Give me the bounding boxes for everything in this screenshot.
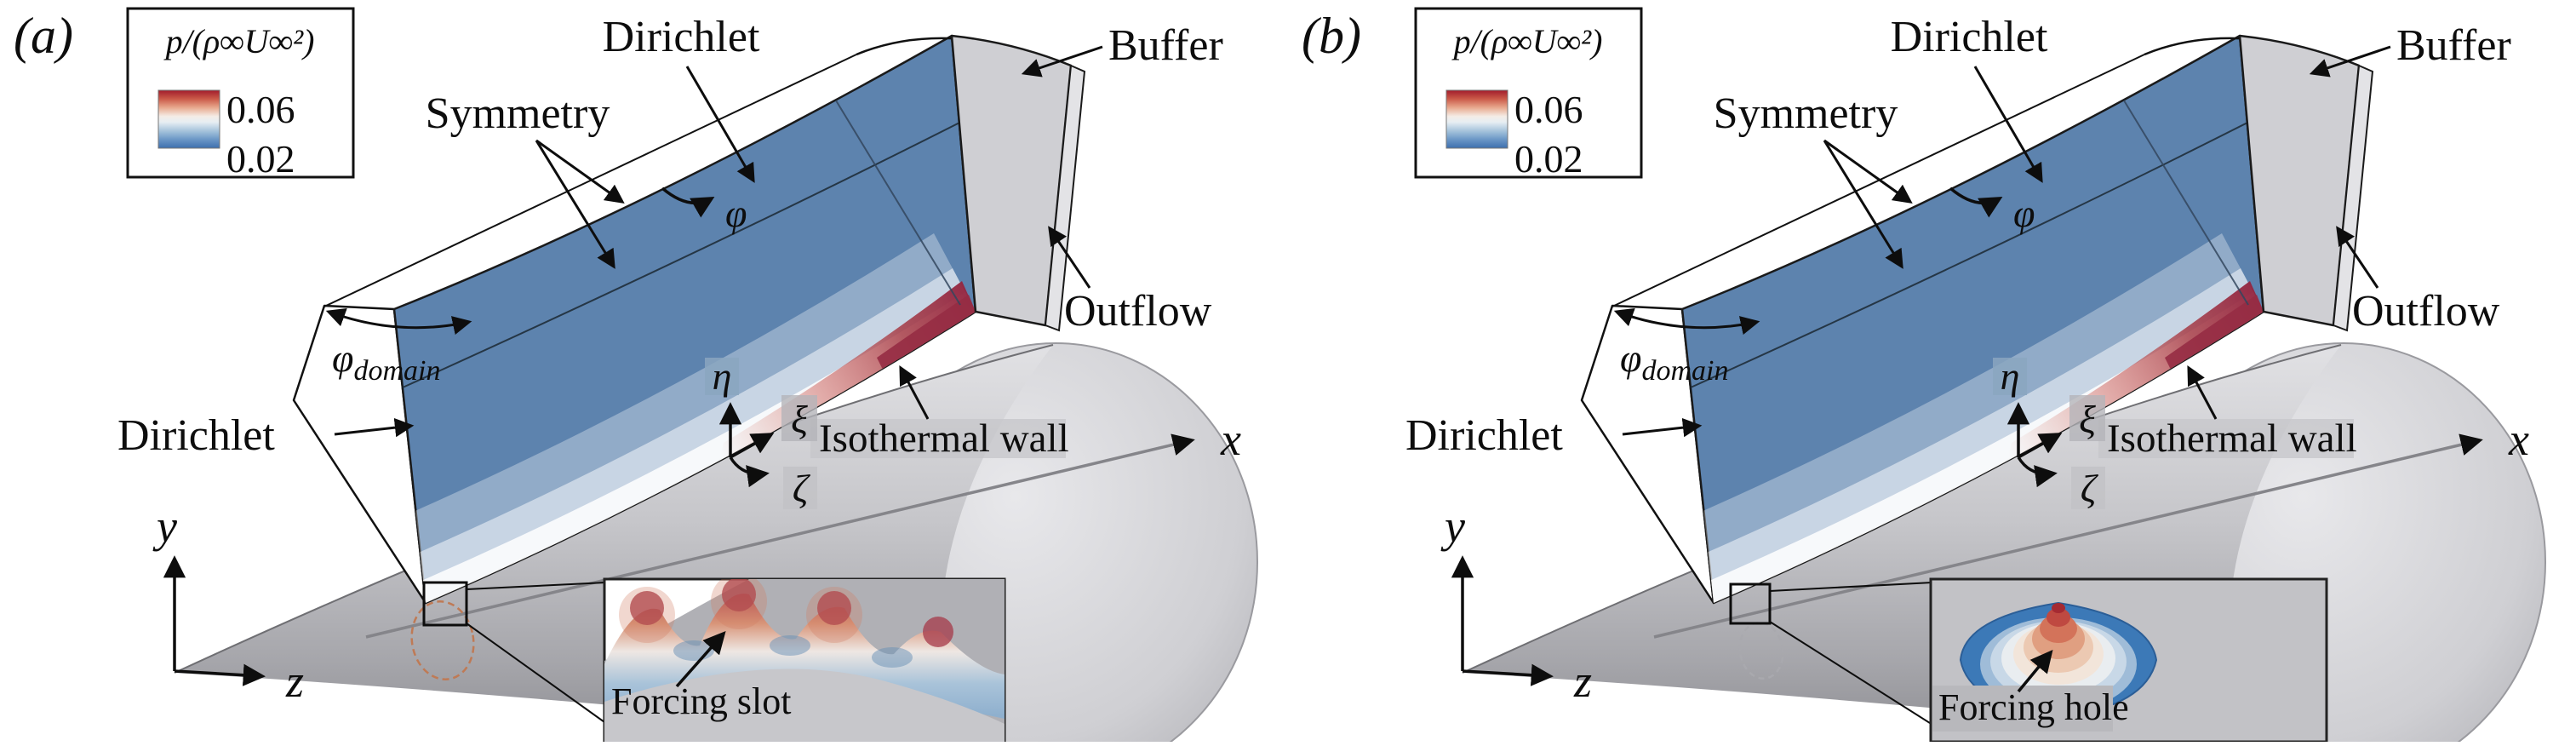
- dirichlet-left-label: Dirichlet: [1405, 411, 1563, 460]
- wave-valley-2: [770, 635, 810, 656]
- phi-domain-label: φdomain: [332, 336, 440, 387]
- panel-letter: (b): [1302, 8, 1361, 64]
- inset-connector-top: [1769, 582, 1933, 592]
- y-axis-label: y: [1440, 501, 1465, 552]
- panel-letter: (a): [14, 8, 73, 64]
- wave-valley-3: [872, 647, 913, 668]
- phi-domain-label: φdomain: [1620, 336, 1728, 387]
- forcing-hole-label: Forcing hole: [1938, 686, 2129, 728]
- legend-min-value: 0.02: [226, 137, 295, 181]
- phi-domain-base: φ: [1620, 336, 1641, 380]
- forcing-hole-inset: Forcing hole: [1929, 577, 2328, 743]
- zoom-source-square: [1729, 582, 1772, 625]
- y-axis-label: y: [152, 501, 177, 552]
- wave-peak-2: [722, 579, 756, 611]
- x-axis-label: x: [1220, 414, 1241, 465]
- inset-connector-bottom: [1769, 621, 1956, 740]
- outflow-label: Outflow: [2352, 287, 2500, 336]
- wave-halo-1: [619, 587, 675, 643]
- wave-peak-1: [630, 591, 664, 625]
- phi-domain-sub: domain: [1641, 355, 1728, 387]
- zeta-label: ζ: [793, 467, 811, 510]
- eta-label: η: [713, 354, 732, 398]
- symmetry-label: Symmetry: [1714, 89, 1898, 138]
- symmetry-label: Symmetry: [426, 89, 610, 138]
- dirichlet-left-label: Dirichlet: [117, 411, 275, 460]
- panel-b: Forcing hole (b) p/(ρ∞U∞²) 0.06 0.02 Dir…: [1302, 8, 2545, 742]
- wave-peak-4: [923, 617, 953, 647]
- forcing-slot-inset: Forcing slot: [603, 577, 1006, 743]
- phi-label: φ: [2013, 192, 2035, 235]
- forcing-hole-label-backdrop: [1932, 686, 2113, 732]
- hole-ring-8: [2046, 608, 2070, 627]
- legend-title: p/(ρ∞U∞²): [1451, 22, 1603, 60]
- x-axis-label: x: [2508, 414, 2529, 465]
- forcing-slot-label: Forcing slot: [611, 680, 791, 722]
- buffer-label: Buffer: [1108, 21, 1223, 70]
- inset-connector-bottom: [466, 623, 629, 740]
- legend-max-value: 0.06: [1514, 88, 1583, 131]
- isothermal-wall-label: Isothermal wall: [2107, 416, 2357, 461]
- zoom-source-square: [422, 581, 468, 627]
- forcing-hole-arrow: [2017, 649, 2053, 693]
- zeta-label: ζ: [2081, 467, 2099, 510]
- legend-min-value: 0.02: [1514, 137, 1583, 181]
- inset-front-surface: [604, 669, 1005, 742]
- legend-title: p/(ρ∞U∞²): [163, 22, 315, 60]
- forcing-region-dashed-ellipse: [410, 600, 475, 680]
- xi-label: ξ: [2079, 398, 2096, 441]
- hole-ring-9: [2052, 603, 2065, 613]
- phi-label: φ: [725, 192, 747, 235]
- panel-a: Forcing slot (a) p/(ρ∞U∞²) 0.06 0.02 Dir…: [14, 8, 1257, 742]
- forcing-slot-arrow: [675, 631, 726, 688]
- wave-halo-2: [711, 579, 767, 629]
- xi-label: ξ: [791, 398, 808, 441]
- phi-domain-sub: domain: [353, 355, 440, 387]
- isothermal-wall-label: Isothermal wall: [819, 416, 1069, 461]
- wave-peak-3: [817, 591, 851, 625]
- eta-label: η: [2001, 354, 2020, 398]
- outflow-label: Outflow: [1064, 287, 1212, 336]
- wave-halo-3: [806, 587, 862, 643]
- phi-domain-base: φ: [332, 336, 353, 380]
- inset-connector-top: [466, 582, 607, 590]
- legend-max-value: 0.06: [226, 88, 295, 131]
- z-axis-label: z: [1573, 656, 1592, 707]
- dirichlet-top-label: Dirichlet: [603, 13, 760, 61]
- z-axis-label: z: [285, 656, 304, 707]
- dirichlet-top-label: Dirichlet: [1891, 13, 2048, 61]
- buffer-label: Buffer: [2396, 21, 2511, 70]
